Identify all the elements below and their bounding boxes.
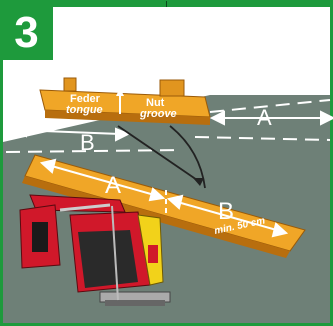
jigsaw-illustration (19, 194, 171, 306)
lower-b-dimension (166, 194, 289, 238)
top-bar-divider (166, 1, 167, 7)
floor-joint-lines (5, 99, 331, 153)
lower-b-label: B (218, 198, 234, 225)
lower-a-label: A (105, 172, 121, 199)
curved-arrow-head (193, 178, 204, 186)
top-green-bar (0, 0, 333, 7)
tongue-label: tongue (66, 104, 103, 116)
nut-label: Nut (146, 97, 165, 109)
upper-a-label: A (257, 105, 272, 130)
groove-label: groove (139, 108, 177, 120)
step-number-badge: 3 (0, 7, 53, 60)
upper-b-label: B (80, 130, 95, 155)
upper-a-dimension (209, 110, 333, 126)
lower-a-dimension (39, 158, 166, 202)
step-number: 3 (14, 8, 39, 57)
upper-b-dimension (11, 123, 131, 142)
floor-diagram: Feder tongue Nut groove B A (0, 7, 333, 326)
feder-label: Feder (70, 93, 101, 105)
upper-plank (39, 77, 211, 125)
curved-transfer-arrow (117, 125, 206, 189)
